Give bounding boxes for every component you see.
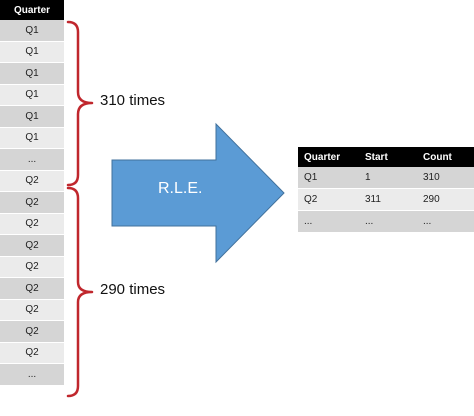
quarter-cell: Q1: [0, 63, 64, 85]
result-cell-count: ...: [417, 210, 474, 233]
result-header-start: Start: [359, 147, 417, 167]
result-header-count: Count: [417, 147, 474, 167]
brace-q2-icon: [66, 186, 94, 398]
quarter-cell: Q2: [0, 213, 64, 235]
rle-result-table: Quarter Start Count Q1 1 310 Q2 311 290 …: [298, 147, 474, 233]
quarter-cell: Q1: [0, 84, 64, 106]
table-row: Q2 311 290: [298, 188, 474, 211]
table-row: Q1 1 310: [298, 167, 474, 189]
quarter-cell-ellipsis: ...: [0, 149, 64, 171]
table-row: ... ... ...: [298, 210, 474, 233]
quarter-cell: Q2: [0, 235, 64, 257]
q2-repeat-label: 290 times: [100, 281, 166, 298]
quarter-cell: Q2: [0, 299, 64, 321]
result-cell-start: 1: [359, 167, 417, 189]
result-cell-start: ...: [359, 210, 417, 233]
quarter-cell: Q2: [0, 170, 64, 192]
result-cell-quarter: ...: [298, 210, 359, 233]
result-cell-count: 310: [417, 167, 474, 189]
quarter-cell: Q1: [0, 41, 64, 63]
quarter-cell: Q1: [0, 127, 64, 149]
quarter-column-table: Quarter Q1 Q1 Q1 Q1 Q1 Q1 ... Q2 Q2 Q2 Q…: [0, 0, 64, 386]
quarter-cell: Q2: [0, 278, 64, 300]
brace-q1-icon: [66, 20, 94, 187]
result-header-row: Quarter Start Count: [298, 147, 474, 167]
quarter-cell: Q2: [0, 321, 64, 343]
quarter-cell-ellipsis: ...: [0, 364, 64, 386]
quarter-cell: Q2: [0, 256, 64, 278]
result-header-quarter: Quarter: [298, 147, 359, 167]
quarter-column-header: Quarter: [0, 0, 64, 20]
rle-arrow-label: R.L.E.: [158, 180, 203, 197]
quarter-cell: Q2: [0, 192, 64, 214]
result-cell-start: 311: [359, 188, 417, 211]
q1-repeat-label: 310 times: [100, 92, 166, 109]
quarter-cell: Q1: [0, 20, 64, 42]
result-cell-quarter: Q1: [298, 167, 359, 189]
result-cell-count: 290: [417, 188, 474, 211]
quarter-cell: Q1: [0, 106, 64, 128]
result-cell-quarter: Q2: [298, 188, 359, 211]
quarter-cell: Q2: [0, 342, 64, 364]
